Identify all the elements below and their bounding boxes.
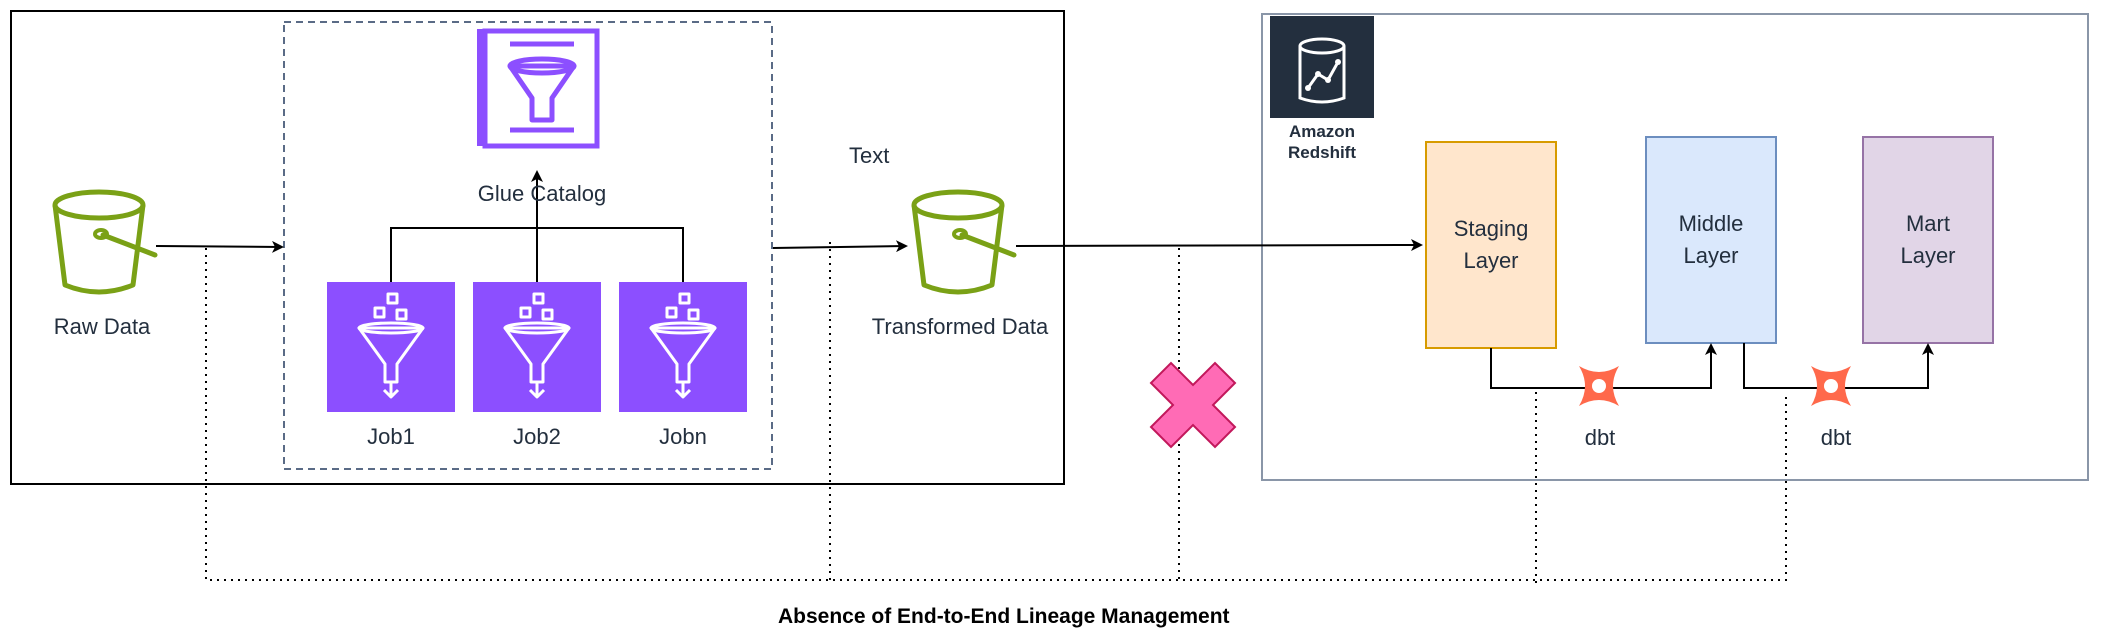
mart-layer-line1: Mart	[1905, 211, 1950, 236]
dbt-label: dbt	[1820, 425, 1852, 450]
aws-processing-container	[10, 10, 1065, 485]
transformed-to-staging-arrow	[1015, 239, 1423, 252]
transformed-data-bucket-icon	[914, 192, 1014, 292]
transformed-data-label: Transformed Data	[871, 314, 1049, 339]
middle-layer-box	[1645, 136, 1777, 344]
jobn-label: Jobn	[659, 424, 707, 449]
diagram-caption: Absence of End-to-End Lineage Management	[778, 605, 1230, 628]
glue-job1-icon	[325, 280, 457, 414]
raw-data-bucket-icon	[55, 192, 155, 292]
dbt-icon	[1579, 366, 1619, 406]
glue-job2-icon	[471, 280, 603, 414]
mart-layer-box	[1862, 136, 1994, 344]
redshift-label-line2: Redshift	[1288, 143, 1356, 162]
dbt-label: dbt	[1584, 425, 1616, 450]
job1-label: Job1	[367, 424, 415, 449]
broken-lineage-cross-icon	[1149, 361, 1237, 449]
raw-data-label: Raw Data	[53, 314, 151, 339]
glue-jobn-icon	[617, 280, 749, 414]
glue-catalog-icon	[477, 28, 600, 149]
glue-group-container	[283, 21, 773, 470]
staging-layer-box	[1425, 141, 1557, 349]
redshift-container	[1261, 13, 2089, 481]
text-label: Text	[849, 143, 890, 168]
staging-layer-line1: Staging	[1453, 216, 1529, 241]
redshift-label-line1: Amazon	[1288, 122, 1356, 141]
job2-label: Job2	[513, 424, 561, 449]
mart-layer-line2: Layer	[1900, 243, 1956, 268]
raw-to-glue-arrow	[155, 240, 284, 253]
lineage-dotted-lines	[205, 242, 1787, 586]
glue-to-transformed-arrow	[772, 240, 908, 253]
amazon-redshift-label: Amazon Redshift	[1267, 121, 1377, 163]
middle-layer-line1: Middle	[1678, 211, 1744, 236]
glue-catalog-label: Glue Catalog	[477, 181, 607, 206]
dbt-icon	[1811, 366, 1851, 406]
redshift-icon	[1270, 16, 1374, 118]
staging-layer-line2: Layer	[1463, 248, 1519, 273]
middle-layer-line2: Layer	[1683, 243, 1739, 268]
